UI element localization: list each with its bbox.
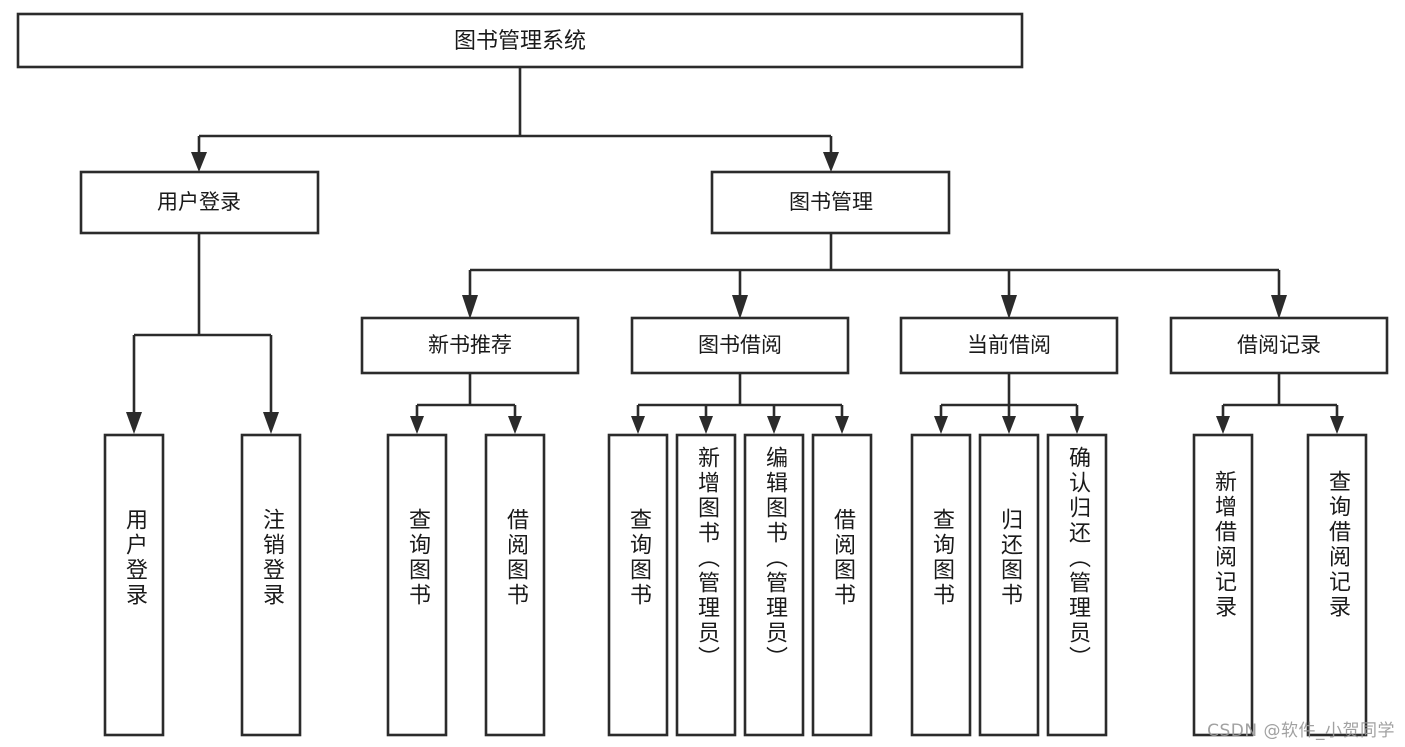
- arrow-head-book-borrow: [732, 295, 748, 319]
- arrow-head-br-leaf2: [1330, 416, 1344, 434]
- node-user-login-box[interactable]: [79, 170, 320, 235]
- leaf-box-rec-borrow[interactable]: [484, 433, 546, 737]
- arrow-head-nbr-leaf2: [508, 416, 522, 434]
- node-new-book-rec[interactable]: 新书推荐: [360, 316, 580, 375]
- arrow-head-cb-leaf3: [1070, 416, 1084, 434]
- leaf-box-bb-add[interactable]: [675, 433, 737, 737]
- node-title-label: 图书管理系统: [454, 29, 586, 54]
- node-current-borrow-label: 当前借阅: [967, 333, 1051, 357]
- node-book-manage[interactable]: 图书管理: [710, 170, 951, 235]
- leaf-box-user-logout[interactable]: [240, 433, 302, 737]
- leaf-box-br-query[interactable]: [1306, 433, 1368, 737]
- connector-layer: [126, 67, 1344, 434]
- csdn-watermark: CSDN @软件_小贺同学: [1207, 721, 1395, 741]
- arrow-head-br-leaf1: [1216, 416, 1230, 434]
- arrow-head-book-manage: [823, 152, 839, 172]
- arrow-head-bb-leaf4: [835, 416, 849, 434]
- leaf-box-cb-return[interactable]: [978, 433, 1040, 737]
- arrow-head-user-login: [191, 152, 207, 172]
- node-borrow-record-box[interactable]: [1169, 316, 1389, 375]
- arrow-head-nbr-leaf1: [410, 416, 424, 434]
- arrow-head-ul-leaf2: [263, 412, 279, 434]
- arrow-head-bb-leaf1: [631, 416, 645, 434]
- leaf-box-user-login[interactable]: [103, 433, 165, 737]
- node-borrow-record-label: 借阅记录: [1237, 333, 1321, 357]
- arrow-head-borrow-record: [1271, 295, 1287, 319]
- arrow-head-ul-leaf1: [126, 412, 142, 434]
- node-title[interactable]: 图书管理系统: [16, 12, 1024, 69]
- node-user-login[interactable]: 用户登录: [79, 170, 320, 235]
- node-book-manage-label: 图书管理: [789, 190, 873, 214]
- leaf-box-cb-query[interactable]: [910, 433, 972, 737]
- node-new-book-rec-box[interactable]: [360, 316, 580, 375]
- arrow-head-current-borrow: [1001, 295, 1017, 319]
- node-current-borrow[interactable]: 当前借阅: [899, 316, 1119, 375]
- leaf-box-bb-query[interactable]: [607, 433, 669, 737]
- arrow-head-cb-leaf2: [1002, 416, 1016, 434]
- node-current-borrow-box[interactable]: [899, 316, 1119, 375]
- leaf-box-bb-edit[interactable]: [743, 433, 805, 737]
- node-book-borrow[interactable]: 图书借阅: [630, 316, 850, 375]
- node-book-borrow-label: 图书借阅: [698, 333, 782, 357]
- arrow-head-bb-leaf3: [767, 416, 781, 434]
- node-user-login-label: 用户登录: [157, 190, 241, 214]
- node-new-book-rec-label: 新书推荐: [428, 333, 512, 357]
- arrow-head-cb-leaf1: [934, 416, 948, 434]
- node-book-borrow-box[interactable]: [630, 316, 850, 375]
- leaf-box-br-add[interactable]: [1192, 433, 1254, 737]
- leaf-box-bb-borrow[interactable]: [811, 433, 873, 737]
- leaf-box-cb-confirm[interactable]: [1046, 433, 1108, 737]
- node-title-box[interactable]: [16, 12, 1024, 69]
- arrow-head-new-book-rec: [462, 295, 478, 319]
- leaf-box-rec-query[interactable]: [386, 433, 448, 737]
- arrow-head-bb-leaf2: [699, 416, 713, 434]
- node-book-manage-box[interactable]: [710, 170, 951, 235]
- node-borrow-record[interactable]: 借阅记录: [1169, 316, 1389, 375]
